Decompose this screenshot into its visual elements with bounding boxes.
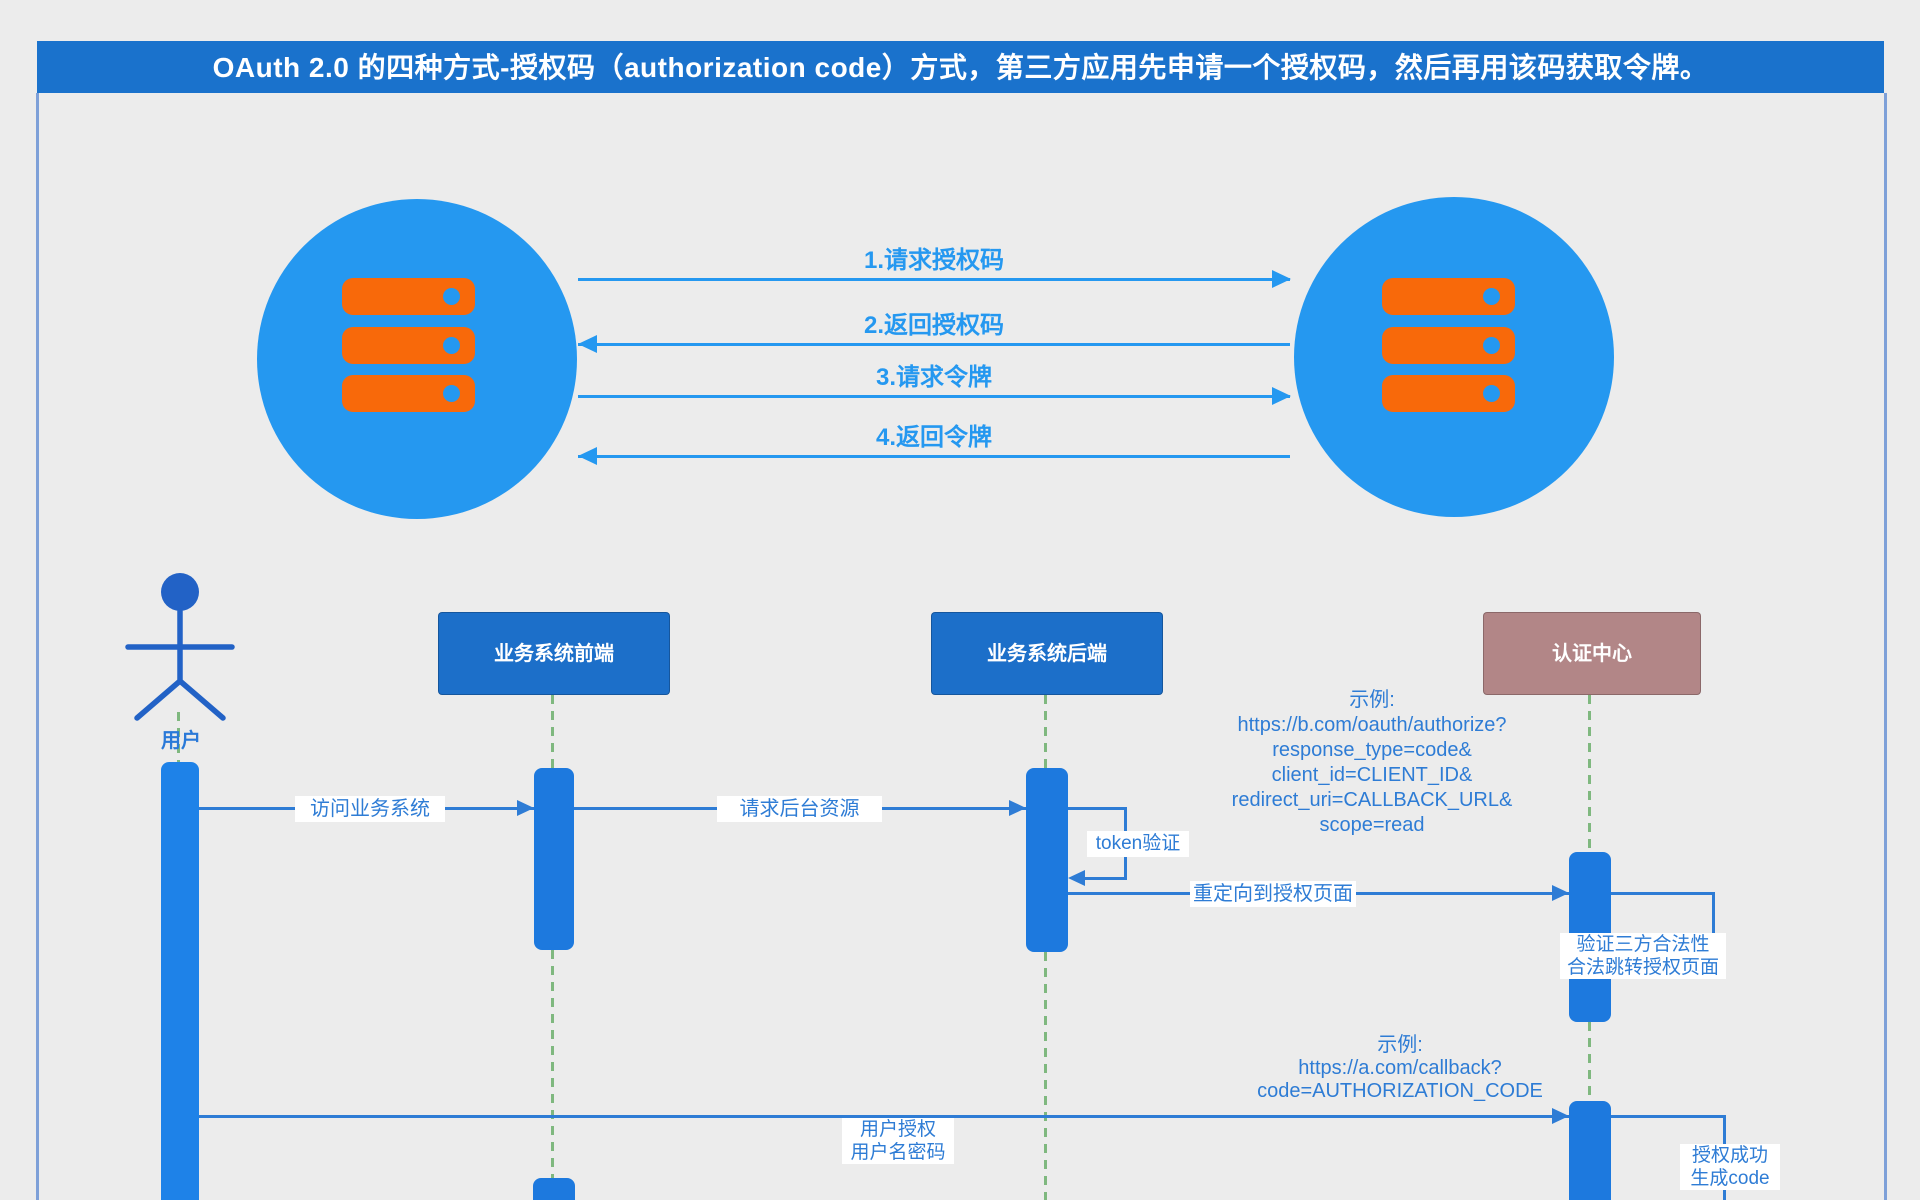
server-bar (342, 375, 475, 412)
left-frame-border (36, 93, 39, 1200)
arrow-right-icon (1272, 387, 1291, 405)
step-4-arrow (578, 455, 1290, 458)
verify-label: 验证三方合法性 合法跳转授权页面 (1560, 933, 1726, 979)
server-bar (342, 278, 475, 315)
example-line: 示例: (1377, 1034, 1423, 1056)
user-actor-label: 用户 (161, 730, 201, 752)
backend-lifeline (1044, 695, 1047, 770)
example-line: https://a.com/callback? (1298, 1057, 1502, 1079)
message-redirect-line (1068, 892, 1715, 895)
server-bar (342, 327, 475, 364)
participant-frontend: 业务系统前端 (438, 612, 670, 695)
user-lifeline (177, 712, 180, 762)
example-line: client_id=CLIENT_ID& (1271, 764, 1473, 786)
grant-label-line1: 授权成功 (1691, 1145, 1768, 1166)
auth-activation-bar-2 (1569, 1101, 1611, 1200)
backend-activation-bar (1026, 768, 1068, 952)
title-banner: OAuth 2.0 的四种方式-授权码（authorization code）方… (37, 41, 1884, 93)
server-dot (1483, 385, 1500, 402)
grant-label-line2: 生成code (1690, 1168, 1770, 1189)
token-check-label: token验证 (1087, 831, 1189, 857)
arrow-right-icon (1272, 270, 1291, 288)
user-activation-bar (161, 762, 199, 1200)
arrow-right-icon (1552, 1108, 1569, 1124)
arrow-right-icon (517, 800, 534, 816)
frontend-lifeline (551, 695, 554, 770)
server-dot (443, 337, 460, 354)
message-visit-label: 访问业务系统 (295, 796, 445, 822)
user-auth-label-line2: 用户名密码 (850, 1142, 946, 1163)
step-3-label: 3.请求令牌 (875, 364, 992, 391)
participant-backend: 业务系统后端 (931, 612, 1163, 695)
message-redirect-label: 重定向到授权页面 (1190, 881, 1356, 907)
grant-label: 授权成功 生成code (1680, 1144, 1780, 1190)
frontend-activation-bar (534, 768, 574, 950)
example-line: 示例: (1349, 689, 1395, 711)
server-dot (1483, 288, 1500, 305)
server-dot (1483, 337, 1500, 354)
message-user-auth-line (199, 1115, 1726, 1118)
frontend-lifeline (551, 950, 554, 1178)
arrow-right-icon (1552, 885, 1569, 901)
arrow-left-icon (578, 335, 597, 353)
message-request-backend-label: 请求后台资源 (717, 796, 882, 822)
server-bar (1382, 375, 1515, 412)
token-check-return-line (1085, 877, 1127, 880)
step-2-label: 2.返回授权码 (863, 312, 1004, 339)
user-auth-label-line1: 用户授权 (859, 1119, 936, 1140)
example-line: scope=read (1319, 814, 1425, 836)
step-3-arrow (578, 395, 1290, 398)
message-user-auth-label: 用户授权 用户名密码 (842, 1118, 954, 1164)
right-frame-border (1884, 93, 1887, 1200)
server-dot (443, 288, 460, 305)
backend-lifeline (1044, 952, 1047, 1200)
frontend-activation-bar-2 (533, 1178, 575, 1200)
server-icon (1382, 278, 1515, 412)
server-icon (342, 278, 475, 412)
verify-label-line2: 合法跳转授权页面 (1566, 957, 1719, 978)
user-actor-icon (125, 573, 235, 721)
step-2-arrow (578, 343, 1290, 346)
authorize-example-text: 示例: https://b.com/oauth/authorize? respo… (1152, 688, 1592, 838)
verify-loop-line (1712, 892, 1715, 960)
auth-center-lifeline (1588, 695, 1591, 852)
auth-center-lifeline (1588, 1022, 1591, 1101)
server-dot (443, 385, 460, 402)
callback-example-text: 示例: https://a.com/callback? code=AUTHORI… (1210, 1034, 1590, 1103)
arrow-right-icon (1009, 800, 1026, 816)
example-line: response_type=code& (1272, 739, 1472, 761)
server-bar (1382, 327, 1515, 364)
server-bar (1382, 278, 1515, 315)
step-1-label: 1.请求授权码 (863, 247, 1004, 274)
verify-label-line1: 验证三方合法性 (1576, 934, 1710, 955)
step-4-label: 4.返回令牌 (875, 424, 992, 451)
arrow-left-icon (1068, 870, 1085, 886)
example-line: https://b.com/oauth/authorize? (1237, 714, 1507, 736)
example-line: code=AUTHORIZATION_CODE (1257, 1080, 1543, 1102)
arrow-left-icon (578, 447, 597, 465)
step-1-arrow (578, 278, 1290, 281)
participant-auth-center: 认证中心 (1483, 612, 1701, 695)
example-line: redirect_uri=CALLBACK_URL& (1231, 789, 1513, 811)
